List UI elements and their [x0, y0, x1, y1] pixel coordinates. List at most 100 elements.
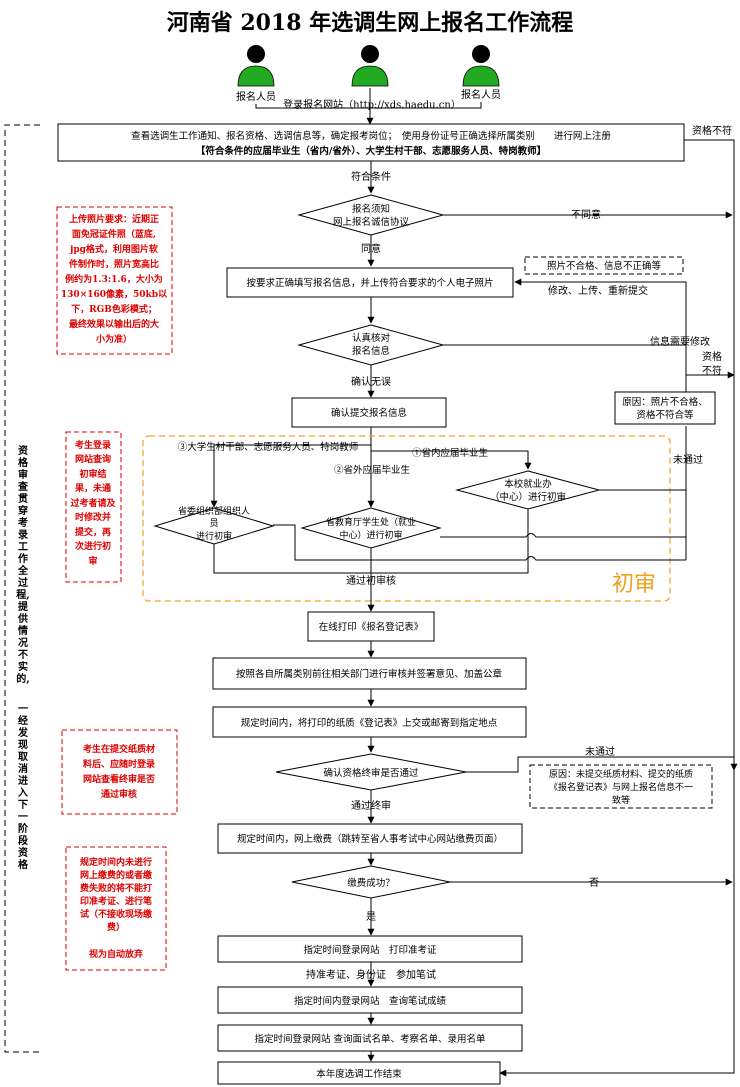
step-register-line2: 【符合条件的应届毕业生（省内/省外）、大学生村干部、志愿服务人员、特岗教师】: [196, 145, 546, 157]
agree-label: 同意: [361, 242, 381, 255]
step-submit-paper-text: 规定时间内，将打印的纸质《登记表》上交或邮寄到指定地点: [241, 717, 498, 729]
pass-final-label: 通过终审: [351, 799, 391, 812]
reason-note-2-line: 《报名登记表》与网上报名信息不一: [549, 781, 693, 793]
svg-text:格: 格: [18, 456, 29, 469]
step-fill-info: [226, 267, 514, 298]
step-submit-info-text: 确认提交报名信息: [331, 407, 407, 419]
yes-label: 是: [366, 911, 376, 923]
decision-edu-line1: 省教育厅学生处（就业: [326, 516, 416, 528]
decision-org-line1: 省委组织部组织人: [178, 505, 250, 517]
not-passed-label-2: 未通过: [585, 745, 615, 758]
reason-note-2-line: 原因：未提交纸质材料、提交的纸质: [549, 768, 693, 780]
photo-bad-note: [524, 256, 684, 275]
svg-text:查: 查: [17, 480, 29, 493]
person-icon: [351, 45, 389, 87]
website-label: 登录报名网站（http://xds.haedu.cn）: [283, 98, 461, 111]
svg-text:经: 经: [18, 714, 28, 727]
final-review-note: [61, 729, 178, 815]
confirm-ok-label: 确认无误: [351, 375, 391, 388]
photo-note-line: 最终效果以输出后的大: [69, 318, 159, 330]
svg-text:提: 提: [18, 600, 29, 613]
qualification-mismatch-label-2b: 不符: [702, 364, 722, 377]
payment-note-line: 费失败的将不能打: [80, 882, 152, 894]
step-query-score: [217, 986, 523, 1014]
photo-requirement-note: [56, 206, 173, 355]
photo-note-line: jpg格式，利用图片软: [69, 243, 159, 255]
decision-payment-text: 缴费成功？: [347, 877, 395, 889]
svg-text:况: 况: [18, 637, 28, 649]
payment-note-line: 规定时间内未进行: [80, 856, 152, 868]
modify-upload-label: 修改、上传、重新提交: [548, 284, 648, 297]
payment-note: [65, 846, 167, 971]
decision-edu-line2: 中心）进行初审: [339, 529, 402, 541]
decision-school-line2: （中心）进行初审: [490, 491, 566, 503]
no-label: 否: [589, 877, 599, 889]
svg-text:全: 全: [17, 564, 29, 577]
decision-edu-review: [300, 507, 442, 549]
step-end-text: 本年度选调工作结束: [316, 1068, 402, 1080]
initial-note-line: 考生登录: [75, 439, 111, 451]
decision-org-line2: 员: [209, 518, 218, 529]
step-payment: [217, 823, 523, 854]
initial-note-line: 次进行初: [75, 540, 111, 552]
decision-agreement: [297, 194, 445, 236]
svg-text:作: 作: [18, 552, 28, 565]
decision-org-line3: 进行初审: [196, 530, 232, 542]
final-note-line: 考生在提交纸质材: [83, 743, 155, 755]
decision-agreement-line2: 网上报名诚信协议: [333, 216, 410, 228]
reason-note-2-line: 致等: [612, 794, 630, 806]
svg-text:资: 资: [18, 846, 28, 859]
branch-village-label: ③大学生村干部、志愿服务人员、特岗教师: [178, 441, 359, 453]
need-modify-label: 信息需要修改: [650, 335, 710, 348]
svg-text:段: 段: [18, 834, 28, 847]
final-note-line: 料后、应随时登录: [83, 758, 155, 770]
initial-note-line: 网站查询: [75, 453, 111, 465]
person-icon: [237, 45, 275, 87]
svg-text:的,: 的,: [16, 672, 29, 685]
svg-text:消: 消: [18, 762, 28, 775]
initial-note-line: 果，未通: [74, 482, 111, 494]
photo-bad-note-text: 照片不合格、信息不正确等: [547, 260, 662, 272]
svg-text:录: 录: [18, 529, 28, 541]
reason-note-1: [614, 391, 716, 425]
svg-text:过: 过: [18, 576, 28, 589]
svg-text:一: 一: [18, 812, 28, 823]
svg-text:穿: 穿: [18, 504, 28, 517]
decision-school-review: [455, 470, 601, 510]
initial-note-line: 审: [88, 555, 97, 567]
photo-note-line: 件制作时，照片宽高比: [69, 258, 159, 270]
svg-text:入: 入: [18, 787, 28, 799]
svg-text:情: 情: [18, 624, 28, 637]
photo-note-line: 面免冠证件照（蓝底,: [72, 228, 156, 240]
svg-text:供: 供: [17, 612, 28, 625]
qualification-mismatch-label: 资格不符: [692, 124, 732, 137]
initial-note-line: 初审结: [79, 468, 106, 480]
payment-note-line: 视为自动放弃: [89, 948, 143, 960]
left-vertical-note: 资 格 审 查 贯 穿 考 录 工 作 全 过 程, 提 供 情 况 不 实 的…: [16, 444, 29, 871]
payment-note-line: 费）: [107, 921, 125, 933]
step-query-lists: [217, 1024, 523, 1052]
qualified-label: 符合条件: [351, 170, 391, 183]
decision-verify-line1: 认真核对: [352, 332, 391, 344]
step-submit-paper: [212, 706, 527, 738]
photo-note-line: 小为准）: [95, 333, 132, 345]
step-query-lists-text: 指定时间登录网站 查询面试名单、考察名单、录用名单: [254, 1033, 486, 1045]
svg-text:资: 资: [18, 444, 28, 457]
svg-text:阶: 阶: [18, 822, 29, 835]
step-department-review: [212, 657, 527, 690]
step-print-form: [307, 611, 435, 642]
payment-note-line: 网上缴费的或者缴: [80, 869, 153, 881]
photo-note-line: 上传照片要求：近期正: [69, 213, 159, 225]
decision-verify-line2: 报名信息: [352, 345, 390, 357]
svg-text:下: 下: [18, 799, 28, 811]
photo-note-line: 例约为1.3:1.6，大小为: [65, 273, 163, 285]
svg-text:实: 实: [18, 660, 28, 673]
pass-initial-label: 通过初审核: [346, 574, 396, 587]
branch-out-province-label: ②省外应届毕业生: [334, 464, 411, 476]
svg-text:审: 审: [18, 468, 28, 481]
svg-text:取: 取: [18, 751, 29, 763]
photo-note-line: 130×160像素，50kb以: [61, 288, 167, 300]
svg-text:现: 现: [18, 739, 28, 751]
exam-label: 持准考证、身份证 参加笔试: [306, 968, 436, 981]
